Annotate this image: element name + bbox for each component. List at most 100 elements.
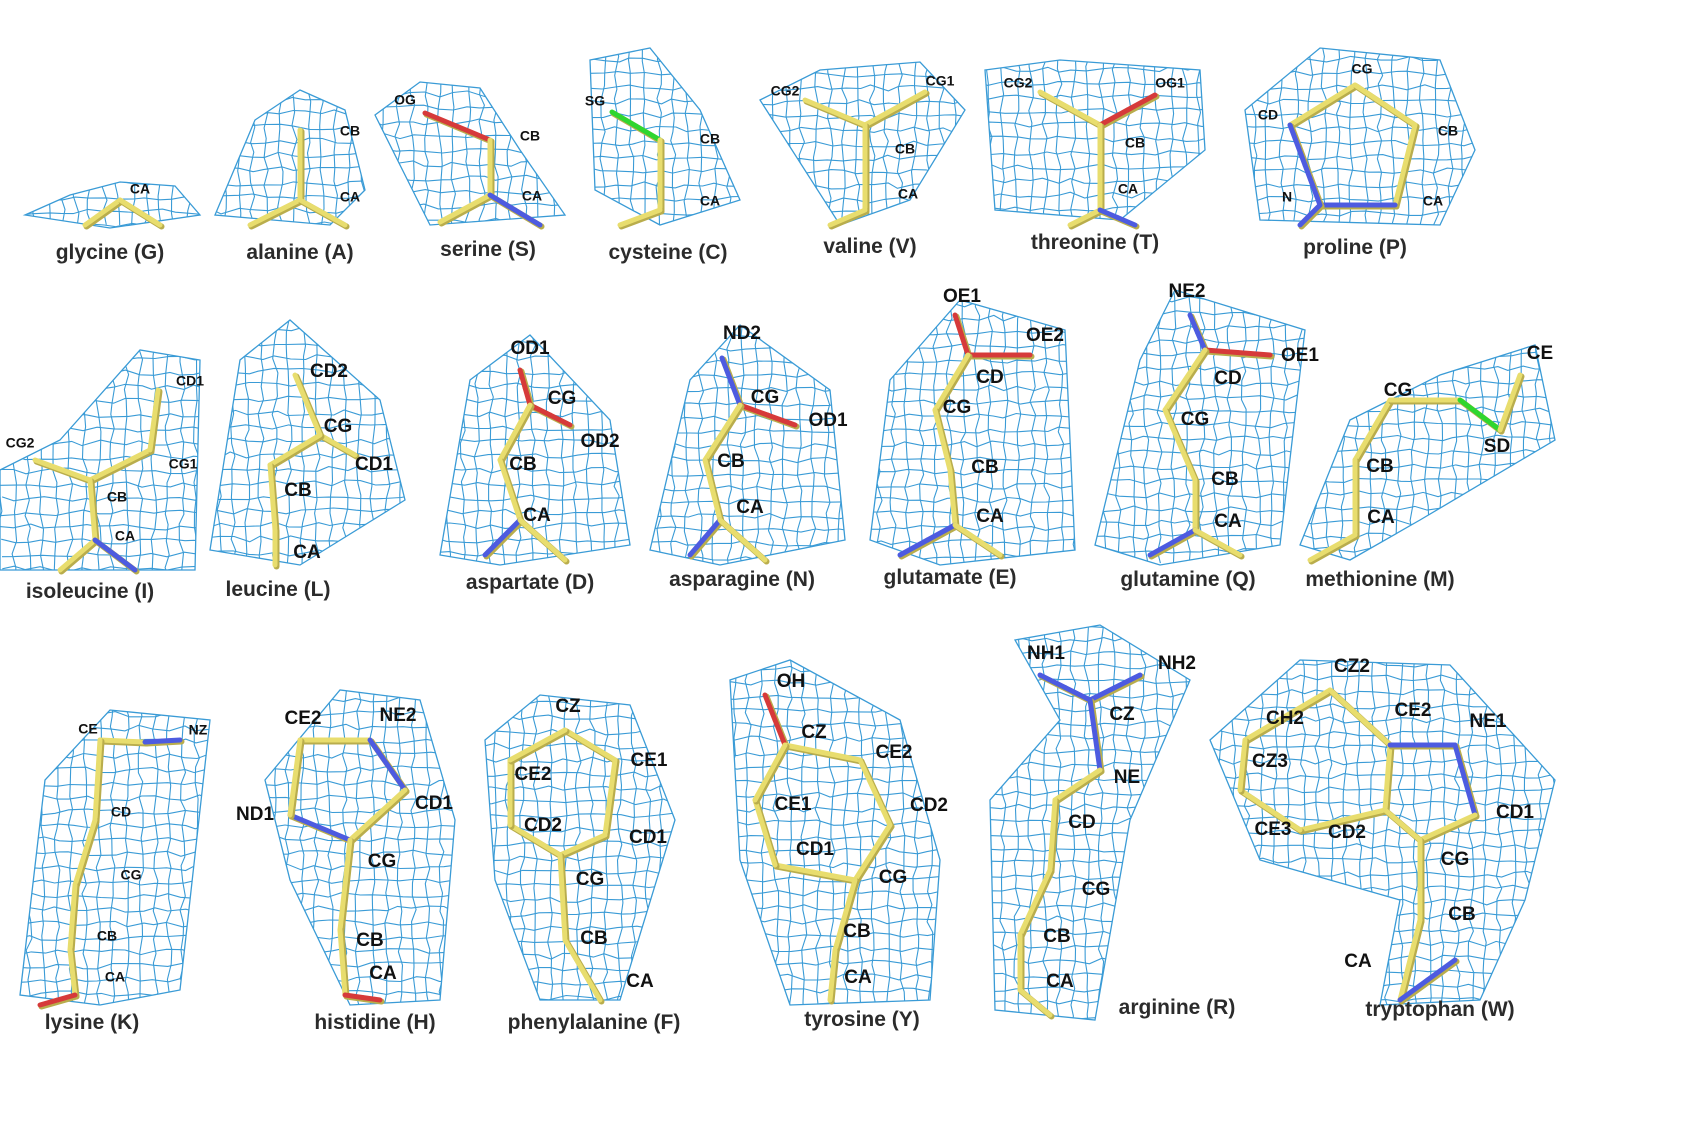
bond-heteroatom: [1087, 697, 1098, 738]
atom-label-cg: CG: [1384, 380, 1413, 401]
bond-heteroatom: [112, 552, 138, 573]
atom-label-sd: SD: [1484, 436, 1510, 457]
bond-heteroatom: [160, 737, 183, 744]
atom-label-cd1: CD1: [629, 827, 667, 848]
bond-heteroatom: [719, 355, 734, 384]
atom-label-ca: CA: [369, 963, 397, 984]
atom-label-cz: CZ: [801, 722, 827, 743]
lysine-caption: lysine (K): [44, 1011, 140, 1034]
bond: [1417, 812, 1478, 843]
glutamine-density-outline: [1094, 289, 1306, 566]
atom-label-cb: CB: [1438, 123, 1458, 139]
bond-heteroatom: [360, 995, 383, 1003]
atom-label-cb: CB: [107, 489, 127, 505]
atom-label-ca: CA: [844, 967, 872, 988]
bond: [82, 197, 123, 228]
bond: [1162, 347, 1208, 413]
atom-label-oe1: OE1: [943, 286, 981, 307]
atom-label-cg: CG: [943, 397, 972, 418]
atom-label-ca: CA: [1423, 193, 1443, 209]
bond-heteroatom: [702, 517, 723, 540]
bond: [92, 737, 103, 823]
atom-label-cz: CZ: [555, 696, 581, 717]
atom-label-cb: CB: [843, 921, 870, 942]
bond: [117, 197, 163, 228]
atom-label-cg: CG: [576, 869, 605, 890]
bond-heteroatom: [1037, 672, 1068, 690]
bond-heteroatom: [959, 332, 971, 358]
bond: [317, 432, 358, 458]
glycine-caption: glycine (G): [55, 241, 165, 264]
bond: [1392, 122, 1418, 208]
atom-label-cd1: CD1: [415, 793, 453, 814]
alanine-density-mesh: [215, 90, 365, 225]
bond: [852, 822, 893, 883]
cysteine-density-mesh: [590, 48, 740, 225]
bond-heteroatom: [1297, 212, 1313, 228]
tyrosine-caption: tyrosine (Y): [804, 1008, 920, 1031]
bond: [752, 797, 778, 868]
histidine-density-outline: [264, 689, 456, 1006]
bond-heteroatom: [687, 535, 708, 558]
bond: [337, 927, 348, 998]
atom-label-cd1: CD1: [176, 373, 204, 389]
bond: [617, 207, 663, 228]
bond: [1052, 767, 1103, 803]
bond: [832, 877, 858, 953]
atom-label-ne2: NE2: [1169, 281, 1206, 302]
bond-heteroatom: [633, 123, 663, 143]
atom-label-cg: CG: [324, 416, 353, 437]
bond: [1192, 527, 1243, 558]
bond: [287, 737, 303, 818]
atom-label-ne: NE: [1114, 767, 1140, 788]
atom-label-n: N: [1282, 189, 1292, 205]
bond: [562, 937, 603, 1003]
atom-label-cb: CB: [97, 928, 117, 944]
bond: [67, 947, 78, 998]
bond-heteroatom: [487, 192, 518, 213]
alanine-density-outline: [214, 89, 366, 226]
bond: [497, 457, 523, 523]
bond: [87, 477, 98, 543]
bond: [507, 727, 568, 763]
bond: [602, 757, 618, 838]
atom-label-cb: CB: [509, 454, 536, 475]
atom-label-cz: CZ: [1109, 704, 1135, 725]
bond: [1242, 687, 1333, 743]
atom-label-ch2: CH2: [1266, 708, 1304, 729]
tryptophan-density-outline: [1209, 659, 1556, 1006]
bond-heteroatom: [1462, 777, 1478, 818]
atom-label-ce1: CE1: [775, 794, 812, 815]
atom-label-cg: CG: [548, 388, 577, 409]
glycine-density-outline: [22, 181, 202, 229]
glutamate-density-outline: [869, 299, 1076, 566]
atom-label-ce: CE: [78, 721, 97, 737]
atom-label-og1: OG1: [1155, 75, 1185, 91]
atom-label-nh1: NH1: [1027, 643, 1065, 664]
atom-label-od1: OD1: [808, 410, 848, 431]
atom-label-ca: CA: [1118, 181, 1138, 197]
bond-heteroatom: [772, 717, 788, 748]
serine-caption: serine (S): [440, 238, 536, 261]
bond-heteroatom: [952, 312, 964, 338]
atom-label-ce2: CE2: [515, 764, 552, 785]
bond-heteroatom: [142, 738, 165, 745]
methionine-density-outline: [1299, 344, 1556, 561]
